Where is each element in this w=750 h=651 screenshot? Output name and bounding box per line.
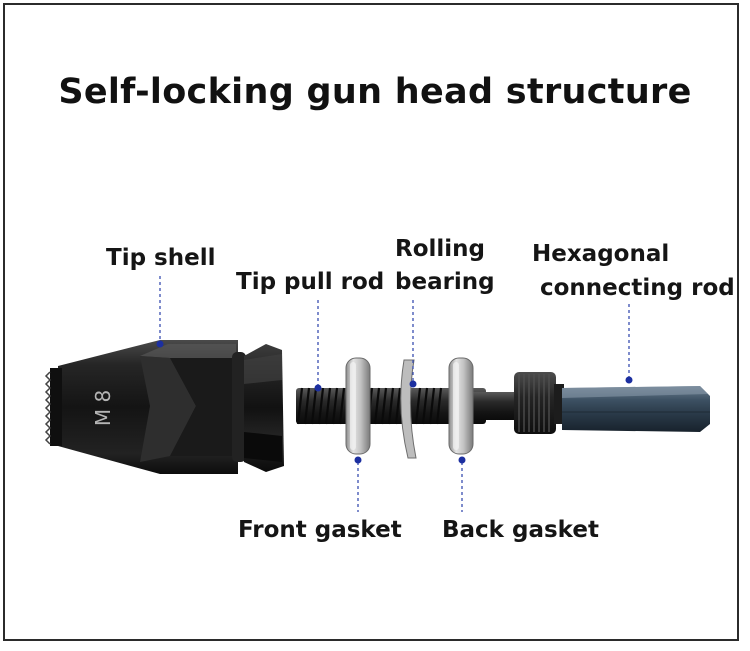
label-tip-shell: Tip shell (106, 245, 216, 271)
tip-shell-part (44, 340, 238, 474)
label-front-gasket: Front gasket (238, 517, 402, 543)
label-hexagonal-connecting-rod-line2: connecting rod (540, 275, 735, 301)
leader-dots (156, 340, 633, 464)
hexagonal-connecting-rod-part (562, 386, 710, 432)
leader-lines (159, 276, 630, 512)
label-tip-pull-rod: Tip pull rod (236, 269, 385, 295)
diagram-title: Self-locking gun head structure (58, 72, 692, 112)
back-gasket-part (448, 357, 474, 455)
label-rolling-bearing-line1: Rolling (395, 236, 486, 262)
label-rolling-bearing-line2: bearing (395, 269, 495, 295)
front-gasket-part (345, 357, 371, 455)
image-frame (3, 3, 739, 641)
tip-shell-hex-nut (244, 344, 284, 472)
m8-engraving: M 8 (91, 390, 115, 426)
shell-ring (232, 352, 246, 462)
label-back-gasket: Back gasket (442, 517, 599, 543)
label-hexagonal-connecting-rod-line1: Hexagonal (532, 241, 670, 267)
knurled-collar (514, 372, 564, 434)
